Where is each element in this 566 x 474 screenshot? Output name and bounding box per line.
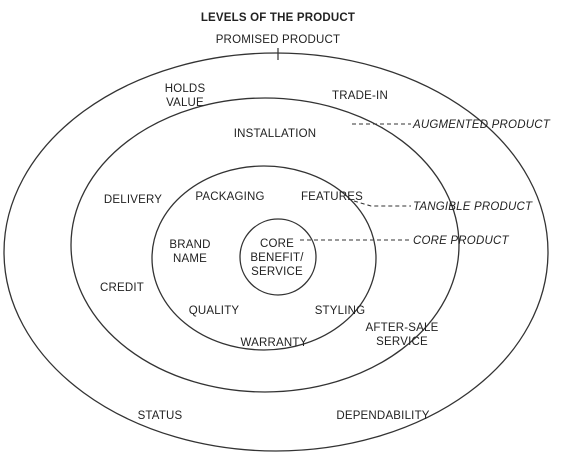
tangible-product-leader	[353, 200, 411, 207]
styling-label: STYLING	[315, 305, 366, 317]
core-product-ring	[239, 218, 317, 296]
credit-label: CREDIT	[100, 282, 144, 294]
quality-label: QUALITY	[189, 305, 240, 317]
dependability-label: DEPENDABILITY	[336, 410, 429, 422]
after-sale-service-line-1: AFTER-SALE	[366, 322, 439, 334]
holds-value-line-2: VALUE	[166, 97, 204, 109]
installation-label: INSTALLATION	[234, 128, 317, 140]
diagram-title: LEVELS OF THE PRODUCT	[201, 12, 355, 24]
core-benefit-line-1: CORE	[260, 238, 294, 250]
core-benefit-line-2: BENEFIT/	[250, 252, 304, 264]
warranty-label: WARRANTY	[241, 337, 308, 349]
after-sale-service-line-2: SERVICE	[376, 336, 428, 348]
brand-name-line-2: NAME	[173, 253, 207, 265]
tangible-product-ring	[151, 165, 377, 351]
features-label: FEATURES	[301, 191, 363, 203]
delivery-label: DELIVERY	[104, 194, 162, 206]
core-product-label: CORE PRODUCT	[413, 235, 509, 247]
tangible-product-label: TANGIBLE PRODUCT	[413, 201, 533, 213]
augmented-product-ring	[70, 97, 460, 393]
augmented-product-label: AUGMENTED PRODUCT	[412, 119, 551, 131]
promised-product-label: PROMISED PRODUCT	[216, 34, 341, 46]
trade-in-label: TRADE-IN	[332, 90, 388, 102]
promised-product-ring	[3, 52, 549, 452]
status-label: STATUS	[138, 410, 183, 422]
packaging-label: PACKAGING	[195, 191, 264, 203]
brand-name-line-1: BRAND	[169, 239, 210, 251]
holds-value-line-1: HOLDS	[165, 83, 206, 95]
core-benefit-line-3: SERVICE	[251, 266, 303, 278]
